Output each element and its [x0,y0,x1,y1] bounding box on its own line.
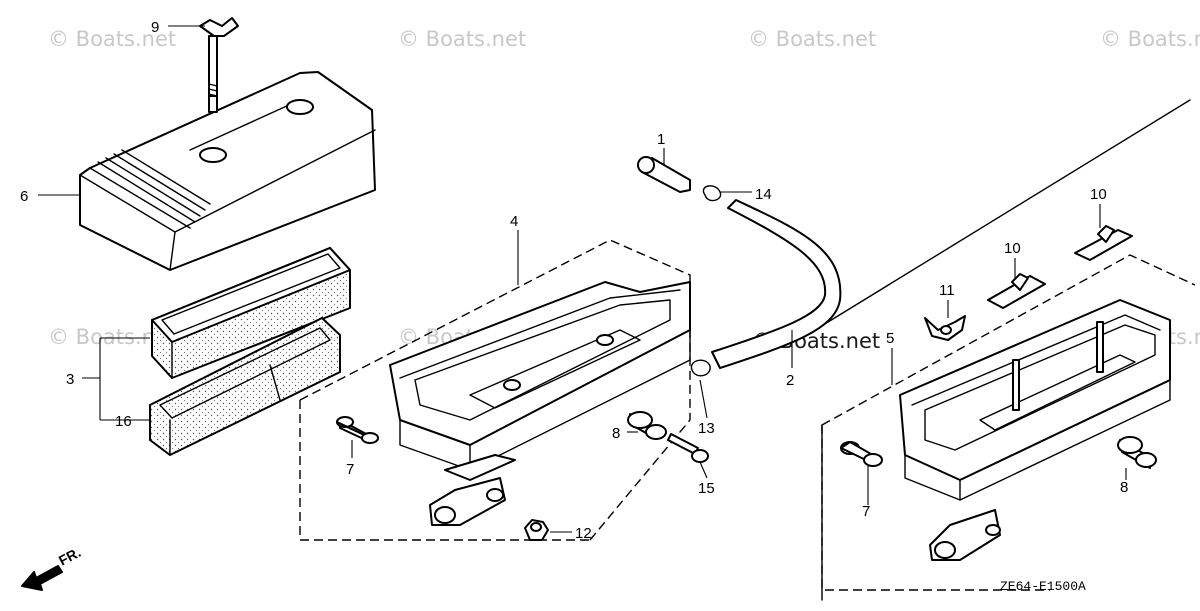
watermark: © Boats.net [1100,27,1200,51]
breather-tube [711,199,842,369]
flange-bolt [667,433,709,463]
hose-clip-top [702,185,722,202]
foam-element [149,316,341,457]
air-filter-element [151,246,351,380]
callout-10: 10 [1090,186,1107,203]
hose-clip-bottom [690,359,711,377]
watermark: © Boats.net [398,27,526,51]
diagram-code: ZE64-E1500A [1000,579,1086,594]
callout-2: 2 [786,372,794,389]
direction-label: FR. [56,544,83,569]
wing-bolt [199,17,239,113]
tube-clip-lower [987,273,1046,309]
callout-3: 3 [66,371,74,388]
tube-clip-upper [1074,225,1133,261]
air-cleaner-case [389,281,691,526]
flange-nut [524,519,549,541]
callout-7: 7 [346,461,354,478]
callout-9: 9 [151,19,159,36]
callout-12: 12 [575,525,592,542]
watermark: © Boats.net [748,27,876,51]
assembly-outline-right [821,254,1196,591]
callout-labels: 9 6 3 16 4 1 14 2 13 15 8 7 7 8 12 5 11 … [20,19,1128,542]
leader-lines [38,25,1127,533]
callout-15: 15 [698,480,715,497]
callout-13: 13 [698,420,715,437]
callout-1: 1 [657,131,665,148]
watermark: © Boats.net [48,27,176,51]
divider-line [814,99,1191,601]
front-direction-indicator: FR. [21,544,83,591]
collar-left [336,416,379,444]
callout-7: 7 [862,503,870,520]
breather-joint [637,156,691,193]
air-cleaner-cover [79,71,376,271]
collar-right [840,441,883,467]
air-cleaner-case-alt [899,299,1171,561]
callout-11: 11 [939,282,955,299]
wing-nut [924,315,966,341]
callout-6: 6 [20,188,28,205]
callout-10: 10 [1004,240,1021,257]
callout-14: 14 [755,186,772,203]
grommet-left [627,411,667,440]
grommet-right [1117,436,1157,469]
callout-4: 4 [510,213,518,230]
callout-8: 8 [1120,479,1128,496]
callout-8: 8 [612,425,620,442]
callout-5: 5 [886,330,894,347]
callout-16: 16 [115,413,132,430]
